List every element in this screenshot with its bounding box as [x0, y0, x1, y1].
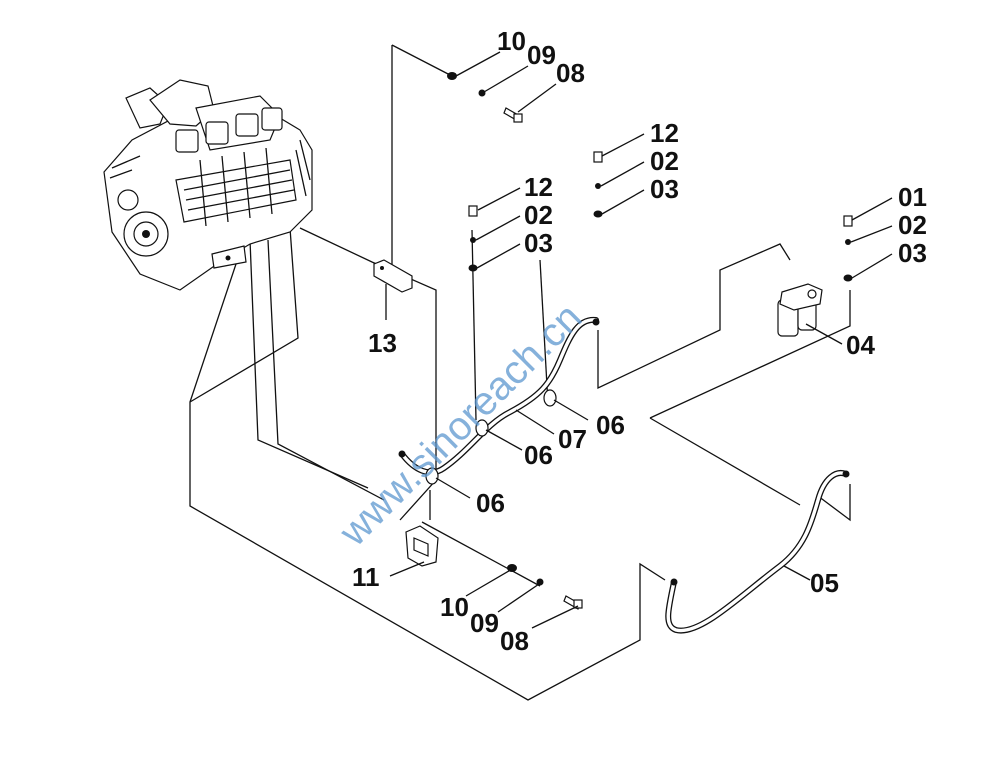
label-13: 13 [368, 328, 397, 358]
label-05: 05 [810, 568, 839, 598]
label-02-mid: 02 [524, 200, 553, 230]
label-02-right: 02 [650, 146, 679, 176]
label-03-right: 03 [650, 174, 679, 204]
fuel-pipe-05 [665, 470, 849, 634]
label-07: 07 [558, 424, 587, 454]
label-06-right: 06 [596, 410, 625, 440]
bracket-13-icon [373, 259, 413, 293]
label-12-mid: 12 [524, 172, 553, 202]
label-08-top: 08 [556, 58, 585, 88]
label-06-left: 06 [476, 488, 505, 518]
engine-icon [103, 79, 313, 291]
label-09-bottom: 09 [470, 608, 499, 638]
label-02-filter: 02 [898, 210, 927, 240]
bracket-11-icon [405, 525, 439, 567]
fuel-filter-icon [777, 283, 823, 337]
label-12-right: 12 [650, 118, 679, 148]
label-03-filter: 03 [898, 238, 927, 268]
label-08-bottom: 08 [500, 626, 529, 656]
label-09-top: 09 [527, 40, 556, 70]
label-04: 04 [846, 330, 875, 360]
label-03-mid: 03 [524, 228, 553, 258]
label-01: 01 [898, 182, 927, 212]
label-10-top: 10 [497, 26, 526, 56]
fasteners [447, 72, 853, 610]
leader-lines [385, 51, 893, 629]
label-06-mid: 06 [524, 440, 553, 470]
part-labels: 10 09 08 12 02 03 12 02 03 01 02 03 04 1… [352, 26, 927, 656]
clamp-icon [398, 318, 850, 586]
label-10-bottom: 10 [440, 592, 469, 622]
label-11: 11 [352, 562, 380, 592]
